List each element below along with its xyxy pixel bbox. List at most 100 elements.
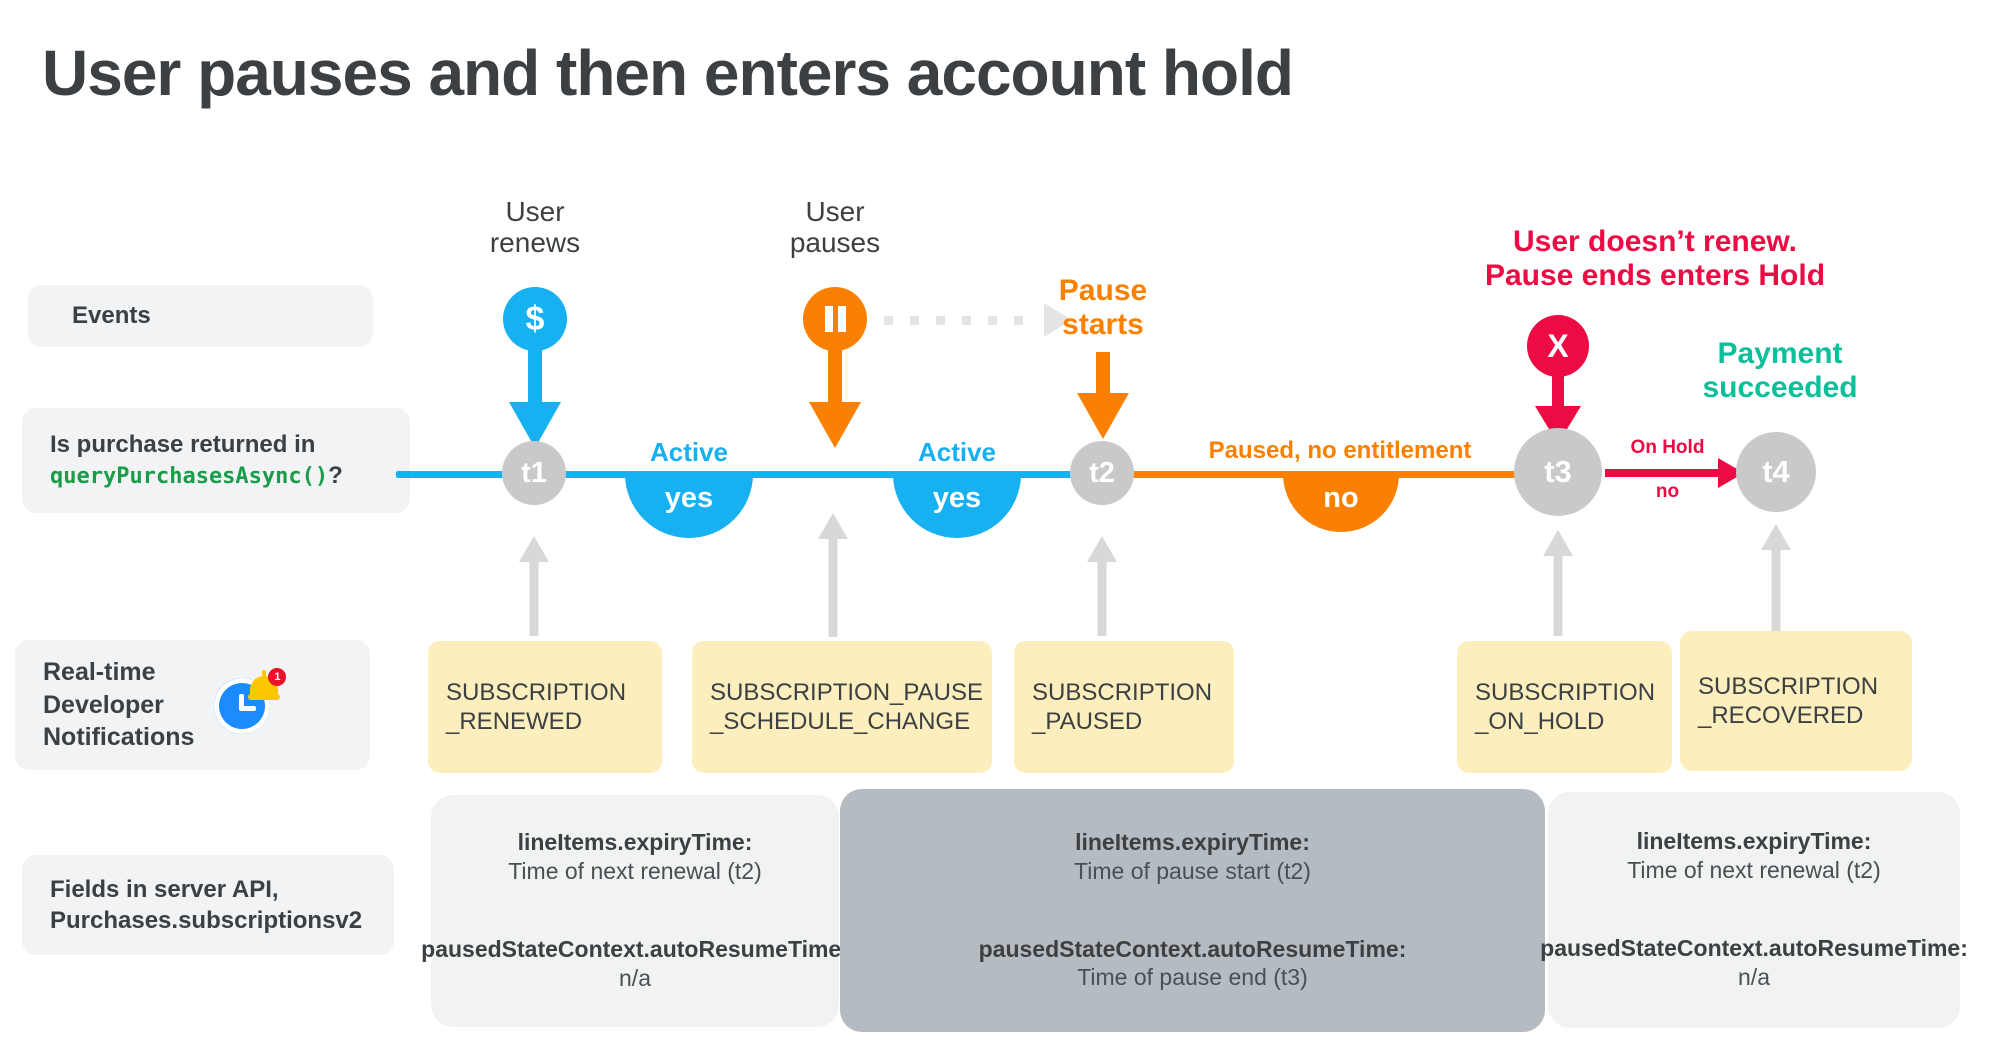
- dot: [1014, 315, 1023, 325]
- entitlement-bubble-active-2: yes: [893, 474, 1021, 538]
- segment-label-active-1: Active: [649, 437, 729, 467]
- bell-base: [248, 694, 281, 700]
- rtdn-box-line2: _SCHEDULE_CHANGE: [710, 708, 971, 735]
- rtdn-box-line1: SUBSCRIPTION: [1475, 678, 1656, 706]
- dot: [988, 315, 997, 325]
- clock-hand-horizontal: [240, 706, 257, 711]
- timeline-node-t1[interactable]: t1: [502, 441, 566, 505]
- event-icon-dollar: $: [503, 287, 567, 351]
- field-value: Time of next renewal (t2): [1627, 857, 1881, 884]
- dot: [936, 315, 945, 325]
- fields-panel-paused: lineItems.expiryTime: Time of pause star…: [840, 789, 1545, 1032]
- rtdn-box-subscription-paused[interactable]: SUBSCRIPTION _PAUSED: [1014, 641, 1234, 773]
- timeline-node-t4[interactable]: t4: [1736, 432, 1816, 512]
- connector-arrow-renewed: [519, 536, 549, 636]
- field-block: pausedStateContext.autoResumeTime: Time …: [979, 935, 1407, 994]
- event-caption-line1: User: [805, 196, 865, 227]
- rtdn-box-line1: SUBSCRIPTION: [1032, 678, 1213, 706]
- rtdn-box-subscription-renewed[interactable]: SUBSCRIPTION _RENEWED: [428, 641, 662, 773]
- fields-panel-recovered: lineItems.expiryTime: Time of next renew…: [1540, 792, 1968, 1028]
- row-label-events: Events: [28, 285, 373, 347]
- field-value: Time of next renewal (t2): [508, 858, 762, 885]
- event-caption-line1: User: [505, 196, 565, 227]
- event-caption-payment-succeeded: Payment succeeded: [1655, 337, 1905, 404]
- event-caption-user-doesnt-renew: User doesn’t renew. Pause ends enters Ho…: [1395, 225, 1915, 292]
- clock-hand-vertical: [239, 694, 245, 711]
- field-key: lineItems.expiryTime:: [517, 829, 753, 856]
- arrow-shaft-doesnt-renew: [1552, 372, 1564, 414]
- row-label-fields: Fields in server API, Purchases.subscrip…: [22, 855, 394, 955]
- field-block: lineItems.expiryTime: Time of pause star…: [1074, 828, 1311, 887]
- row-label-query-line1: Is purchase returned in: [50, 430, 316, 458]
- connector-arrow-on-hold: [1543, 530, 1573, 636]
- entitlement-bubble-paused: no: [1283, 474, 1399, 532]
- arrow-shaft: [1771, 544, 1781, 632]
- dotted-connector: [884, 303, 1072, 337]
- dot: [910, 315, 919, 325]
- rtdn-box-line1: SUBSCRIPTION: [446, 678, 627, 706]
- arrow-shaft: [529, 556, 539, 636]
- timeline-node-t2[interactable]: t2: [1070, 441, 1134, 505]
- event-caption-line1: Pause: [1058, 274, 1148, 307]
- row-label-rtdn-line1: Real-time: [43, 658, 156, 687]
- event-icon-x: X: [1527, 315, 1589, 377]
- field-key: pausedStateContext.autoResumeTime:: [421, 936, 849, 962]
- connector-arrow-recovered: [1761, 524, 1791, 632]
- timeline-segment-onhold: [1605, 469, 1725, 477]
- event-caption-line2: renews: [489, 227, 581, 259]
- event-caption-user-pauses: User pauses: [735, 196, 935, 259]
- rtdn-box-subscription-pause-schedule-change[interactable]: SUBSCRIPTION_PAUSE _SCHEDULE_CHANGE: [692, 641, 992, 773]
- field-block: pausedStateContext.autoResumeTime: n/a: [1540, 934, 1968, 993]
- rtdn-box-line1: SUBSCRIPTION: [1698, 672, 1879, 700]
- notification-badge: 1: [268, 668, 287, 686]
- segment-label-onhold: On Hold: [1630, 437, 1705, 458]
- dot: [962, 315, 971, 325]
- field-key: lineItems.expiryTime:: [1636, 828, 1872, 855]
- rtdn-box-line2: _PAUSED: [1032, 708, 1143, 735]
- connector-arrow-pause-schedule-change: [818, 513, 848, 637]
- field-value: Time of pause start (t2): [1074, 857, 1311, 884]
- row-label-rtdn: Real-time Developer Notifications 1: [15, 640, 370, 770]
- rtdn-box-line2: _RECOVERED: [1698, 702, 1864, 729]
- row-label-fields-line1: Fields in server API,: [50, 875, 279, 903]
- field-block: lineItems.expiryTime: Time of next renew…: [508, 828, 762, 887]
- field-block: lineItems.expiryTime: Time of next renew…: [1627, 827, 1881, 886]
- row-label-rtdn-line2: Developer: [43, 690, 164, 719]
- entitlement-bubble-active-1: yes: [625, 474, 753, 538]
- x-icon: X: [1547, 327, 1569, 364]
- rtdn-box-line2: _ON_HOLD: [1475, 708, 1605, 735]
- event-caption-line1: User doesn’t renew.: [1513, 225, 1797, 258]
- row-label-query: Is purchase returned in queryPurchasesAs…: [22, 408, 410, 513]
- event-caption-line2: succeeded: [1702, 370, 1858, 404]
- field-key: pausedStateContext.autoResumeTime:: [978, 935, 1407, 962]
- dollar-icon: $: [525, 299, 545, 338]
- event-caption-line2: pauses: [789, 227, 881, 259]
- arrow-shaft-pause-starts: [1096, 352, 1110, 400]
- pause-bar-left: [824, 306, 833, 332]
- row-label-fields-line2: Purchases.subscriptionsv2: [50, 907, 363, 934]
- arrow-shaft: [1097, 556, 1107, 636]
- row-label-events-text: Events: [72, 302, 151, 329]
- field-key: lineItems.expiryTime:: [1075, 828, 1310, 855]
- timeline-node-t3[interactable]: t3: [1514, 428, 1602, 516]
- event-caption-line2: Pause ends enters Hold: [1484, 258, 1826, 292]
- connector-arrow-paused: [1087, 536, 1117, 636]
- field-value: Time of pause end (t3): [1077, 964, 1308, 991]
- arrow-shaft: [828, 533, 838, 637]
- rtdn-box-subscription-recovered[interactable]: SUBSCRIPTION _RECOVERED: [1680, 631, 1912, 771]
- event-icon-pause: [803, 287, 867, 351]
- arrow-shaft: [1553, 550, 1563, 636]
- field-block: pausedStateContext.autoResumeTime: n/a: [421, 935, 849, 994]
- page-title: User pauses and then enters account hold: [42, 37, 1294, 109]
- field-value: n/a: [1738, 963, 1770, 990]
- row-label-rtdn-line3: Notifications: [43, 723, 195, 752]
- field-value: n/a: [619, 964, 651, 991]
- arrow-shaft-user-pauses: [828, 345, 842, 408]
- row-label-query-code: queryPurchasesAsync(): [50, 463, 329, 489]
- rtdn-box-line2: _RENEWED: [446, 708, 583, 735]
- rtdn-box-subscription-on-hold[interactable]: SUBSCRIPTION _ON_HOLD: [1457, 641, 1672, 773]
- row-label-query-suffix: ?: [328, 461, 343, 489]
- segment-label-paused: Paused, no entitlement: [1208, 437, 1472, 464]
- arrow-shaft-user-renews: [528, 345, 542, 408]
